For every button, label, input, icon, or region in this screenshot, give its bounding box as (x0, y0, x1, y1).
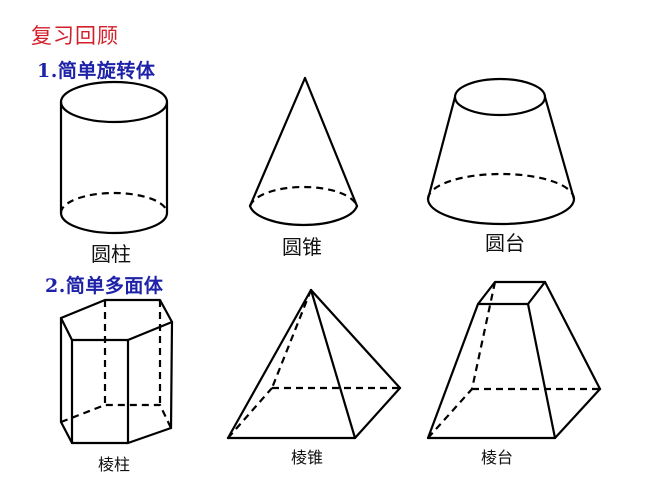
cylinder-figure (59, 80, 169, 235)
section-heading-polyhedra: 2.简单多面体 (45, 275, 164, 297)
label-prism: 棱柱 (97, 455, 131, 474)
label-frustum-of-cone: 圆台 (485, 231, 525, 255)
label-pyramid: 棱锥 (290, 448, 324, 467)
prism-figure (59, 298, 174, 445)
pyramid-figure (226, 288, 402, 440)
frustum-of-cone-figure (426, 77, 576, 226)
page-title: 复习回顾 (31, 24, 119, 48)
label-cylinder: 圆柱 (91, 242, 131, 266)
section-heading-rotational-solids: 1.简单旋转体 (37, 60, 156, 82)
frustum-of-pyramid-figure (426, 280, 602, 440)
label-cone: 圆锥 (282, 235, 322, 259)
cone-figure (248, 76, 359, 227)
label-frustum-of-pyramid: 棱台 (480, 448, 514, 467)
